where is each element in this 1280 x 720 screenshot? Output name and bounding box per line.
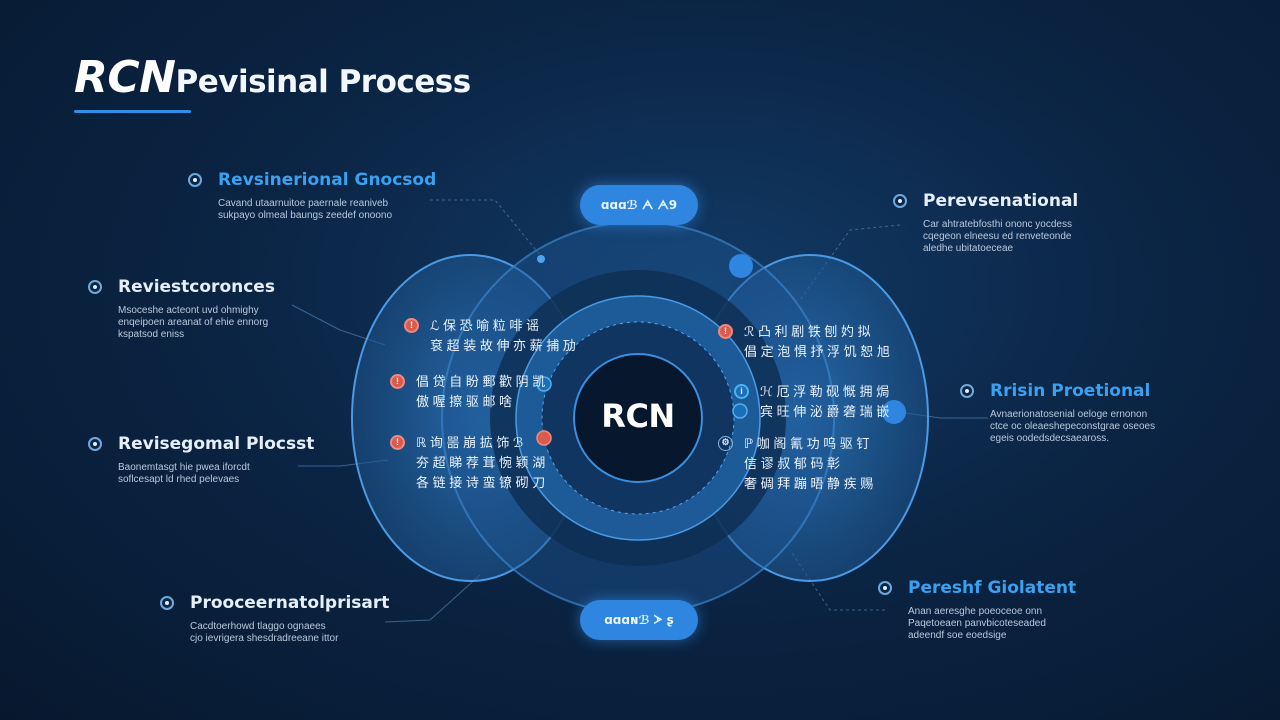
info-icon: i <box>734 384 749 399</box>
ring-marker-blue <box>536 376 552 392</box>
callout-desc: Baonemtasgt hie pwea iforcdt soflcesapt … <box>118 462 250 485</box>
shield-icon: ! <box>390 374 405 389</box>
ring-marker-red <box>536 430 552 446</box>
bullet-icon <box>88 437 102 451</box>
callout-desc: Anan aeresghe poeoceoe onn Paqetoeaen pa… <box>908 606 1046 641</box>
callout-label: Rrisin Proetional <box>990 381 1151 401</box>
title-underline <box>74 110 191 113</box>
callout-desc: Avnaerionatosenial oeloge ernonon ctce o… <box>990 409 1156 444</box>
callout-left-4: Prooceernatolprisart Cacdtoerhowd tlaggo… <box>160 593 389 645</box>
callout-label: Pereshf Giolatent <box>908 578 1077 598</box>
page-title: RCNPevisinal Process <box>74 52 471 103</box>
callout-left-3: Revisegomal Plocsst Baonemtasgt hie pwea… <box>88 434 314 486</box>
shield-icon: ! <box>718 324 733 339</box>
node-right-1[interactable]: ! ℛ 凸 利 剧 铁 刨 妁 拟 倡 定 泡 惧 抒 浮 饥 恕 旭 <box>718 322 890 362</box>
callout-desc: Car ahtratebfosthi ononc yocdess cqegeon… <box>923 219 1072 254</box>
shield-icon: ! <box>390 435 405 450</box>
center-circle <box>573 353 703 483</box>
callout-desc: Cavand utaarnuitoe paernale reaniveb suk… <box>218 198 393 221</box>
ring-marker-small <box>537 255 545 263</box>
bullet-icon <box>188 173 202 187</box>
callout-label: Revisegomal Plocsst <box>118 434 315 454</box>
bullet-icon <box>160 596 174 610</box>
callout-label: Revsinerional Gnocsod <box>218 170 437 190</box>
accent-dot-right <box>882 400 906 424</box>
bullet-icon <box>878 581 892 595</box>
shield-icon: ! <box>404 318 419 333</box>
bullet-icon <box>88 280 102 294</box>
callout-left-1: Revsinerional Gnocsod Cavand utaarnuitoe… <box>188 170 436 222</box>
callout-desc: Msoceshe acteont uvd ohmighy enqeipoen a… <box>118 305 269 340</box>
bullet-icon <box>893 194 907 208</box>
callout-desc: Cacdtoerhowd tlaggo ognaees cjo ievriger… <box>190 621 339 644</box>
bullet-icon <box>960 384 974 398</box>
gear-icon: ⚙ <box>718 436 733 451</box>
bottom-pill[interactable]: ɑɑɑɴℬ ᗆ ʂ <box>580 600 698 640</box>
top-pill[interactable]: ɑɑɑℬ ᗅ ᗅ9 <box>580 185 698 225</box>
node-left-1[interactable]: ! ℒ 保 恐 喻 粒 啡 谣 袞 超 装 故 伸 亦 薪 捕 劢 <box>404 316 576 356</box>
title-rest: Pevisinal Process <box>175 64 472 100</box>
node-right-3[interactable]: ⚙ ℙ 咖 阁 氰 功 呜 驱 钉 信 谬 叔 郁 码 彰 奢 碉 拜 蹦 晤 … <box>718 434 873 494</box>
node-left-3[interactable]: ! ℝ 询 噐 崩 拡 饰 ℬ 夯 超 睇 荐 茸 惋 颖 湖 各 链 接 诗 … <box>390 433 545 493</box>
callout-left-2: Reviestcoronces Msoceshe acteont uvd ohm… <box>88 277 275 341</box>
ring-marker-cyan <box>732 403 748 419</box>
callout-label: Prooceernatolprisart <box>190 593 390 613</box>
accent-dot-top <box>729 254 753 278</box>
callout-right-1: Perevsenational Car ahtratebfosthi ononc… <box>893 191 1078 255</box>
callout-label: Reviestcoronces <box>118 277 275 297</box>
title-brand: RCN <box>74 52 176 103</box>
center-label: RCN <box>601 397 675 435</box>
node-left-2[interactable]: ! 倡 贷 自 盼 郵 歡 阴 凯 傲 喔 擦 驱 邮 啥 <box>390 372 545 412</box>
node-right-2[interactable]: i ℋ 厄 浮 勒 砚 慨 拥 焗 宾 旺 伸 泌 爵 砻 瑞 嵌 <box>734 382 889 422</box>
callout-right-3: Pereshf Giolatent Anan aeresghe poeoceoe… <box>878 578 1076 642</box>
callout-label: Perevsenational <box>923 191 1079 211</box>
callout-right-2: Rrisin Proetional Avnaerionatosenial oel… <box>960 381 1155 445</box>
